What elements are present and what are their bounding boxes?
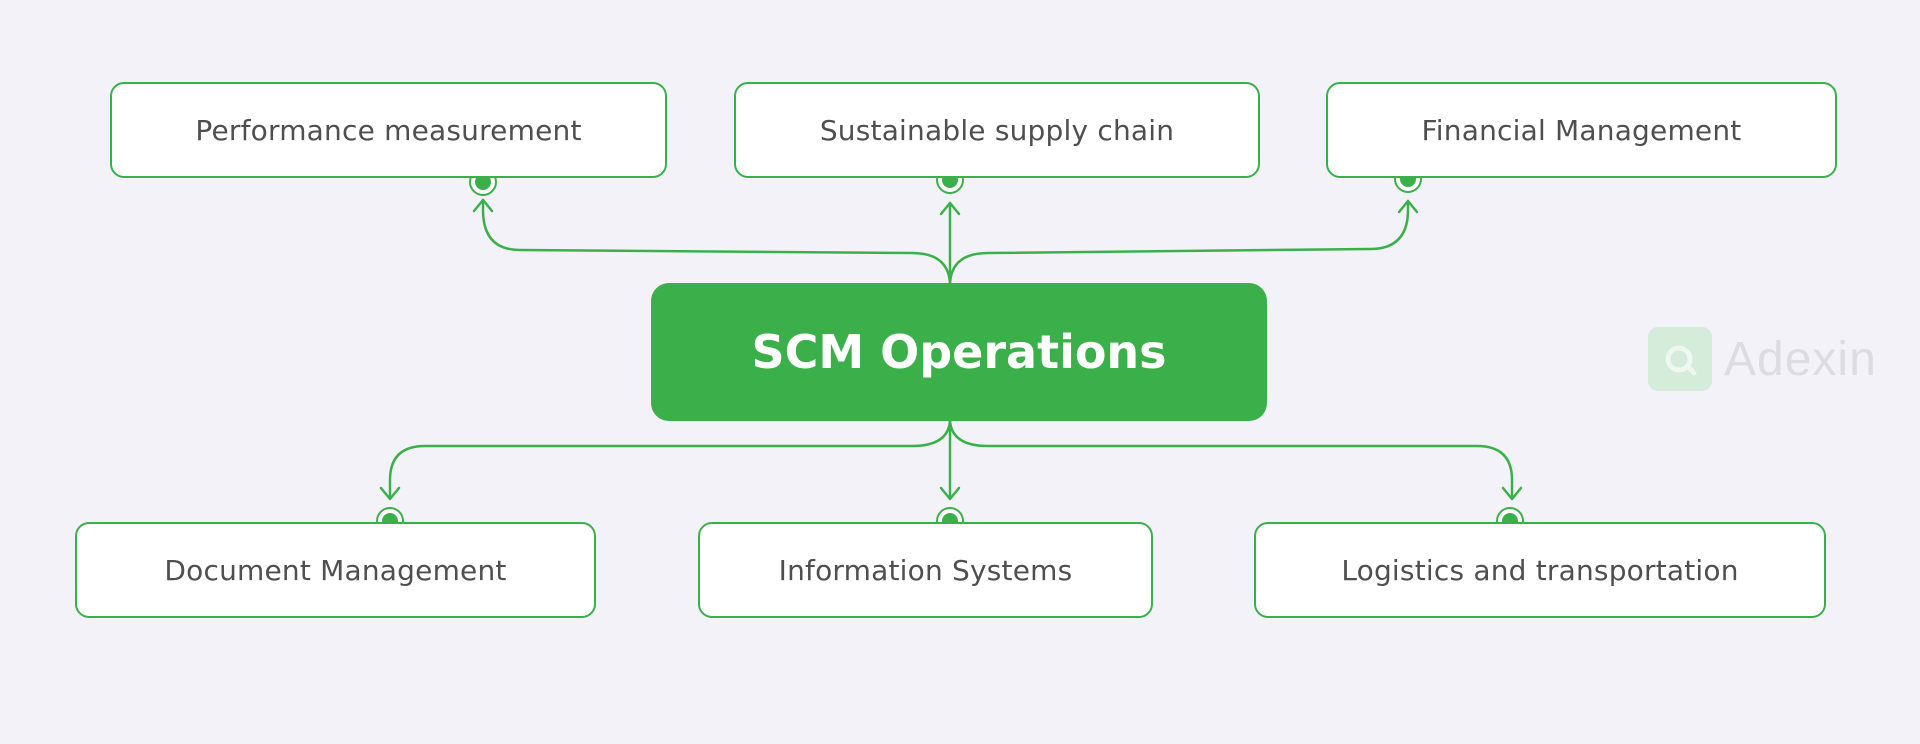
node-label: Logistics and transportation xyxy=(1341,553,1739,587)
connector-top-right xyxy=(948,199,1410,285)
connector-bottom-right xyxy=(948,419,1514,500)
arrowhead-top-right xyxy=(1397,199,1419,214)
arrowhead-top-center xyxy=(939,201,961,216)
node-logistics-and-transportation: Logistics and transportation xyxy=(1254,522,1826,618)
node-information-systems: Information Systems xyxy=(698,522,1153,618)
arrowhead-bottom-center xyxy=(939,486,961,501)
center-node-label: SCM Operations xyxy=(751,325,1167,379)
node-label: Information Systems xyxy=(778,553,1073,587)
node-label: Document Management xyxy=(164,553,507,587)
node-performance-measurement: Performance measurement xyxy=(110,82,667,178)
connector-bottom-left xyxy=(388,419,952,500)
node-financial-management: Financial Management xyxy=(1326,82,1837,178)
center-node-scm-operations: SCM Operations xyxy=(651,283,1267,421)
arrowhead-bottom-right xyxy=(1501,486,1523,501)
watermark-text: Adexin xyxy=(1724,332,1877,386)
connector-top-left xyxy=(481,198,952,285)
arrowhead-top-left xyxy=(472,198,494,213)
node-label: Sustainable supply chain xyxy=(819,113,1175,147)
node-sustainable-supply-chain: Sustainable supply chain xyxy=(734,82,1260,178)
arrowhead-bottom-left xyxy=(379,486,401,501)
node-label: Financial Management xyxy=(1421,113,1742,147)
adexin-logo-icon xyxy=(1648,327,1712,391)
adexin-watermark: Adexin xyxy=(1648,327,1877,391)
node-label: Performance measurement xyxy=(195,113,582,147)
node-document-management: Document Management xyxy=(75,522,596,618)
